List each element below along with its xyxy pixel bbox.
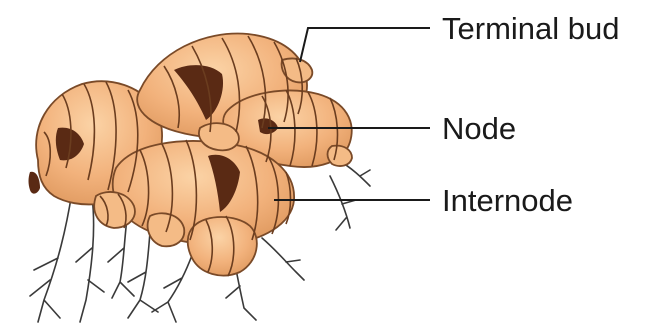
scale-patch — [29, 172, 41, 194]
terminal-bud-label: Terminal bud — [442, 11, 619, 46]
internode-label: Internode — [442, 183, 573, 218]
terminal-bud-leader — [300, 28, 430, 62]
rhizome — [29, 34, 353, 276]
labels: Terminal bud Node Internode — [442, 11, 619, 218]
node-label: Node — [442, 111, 516, 146]
